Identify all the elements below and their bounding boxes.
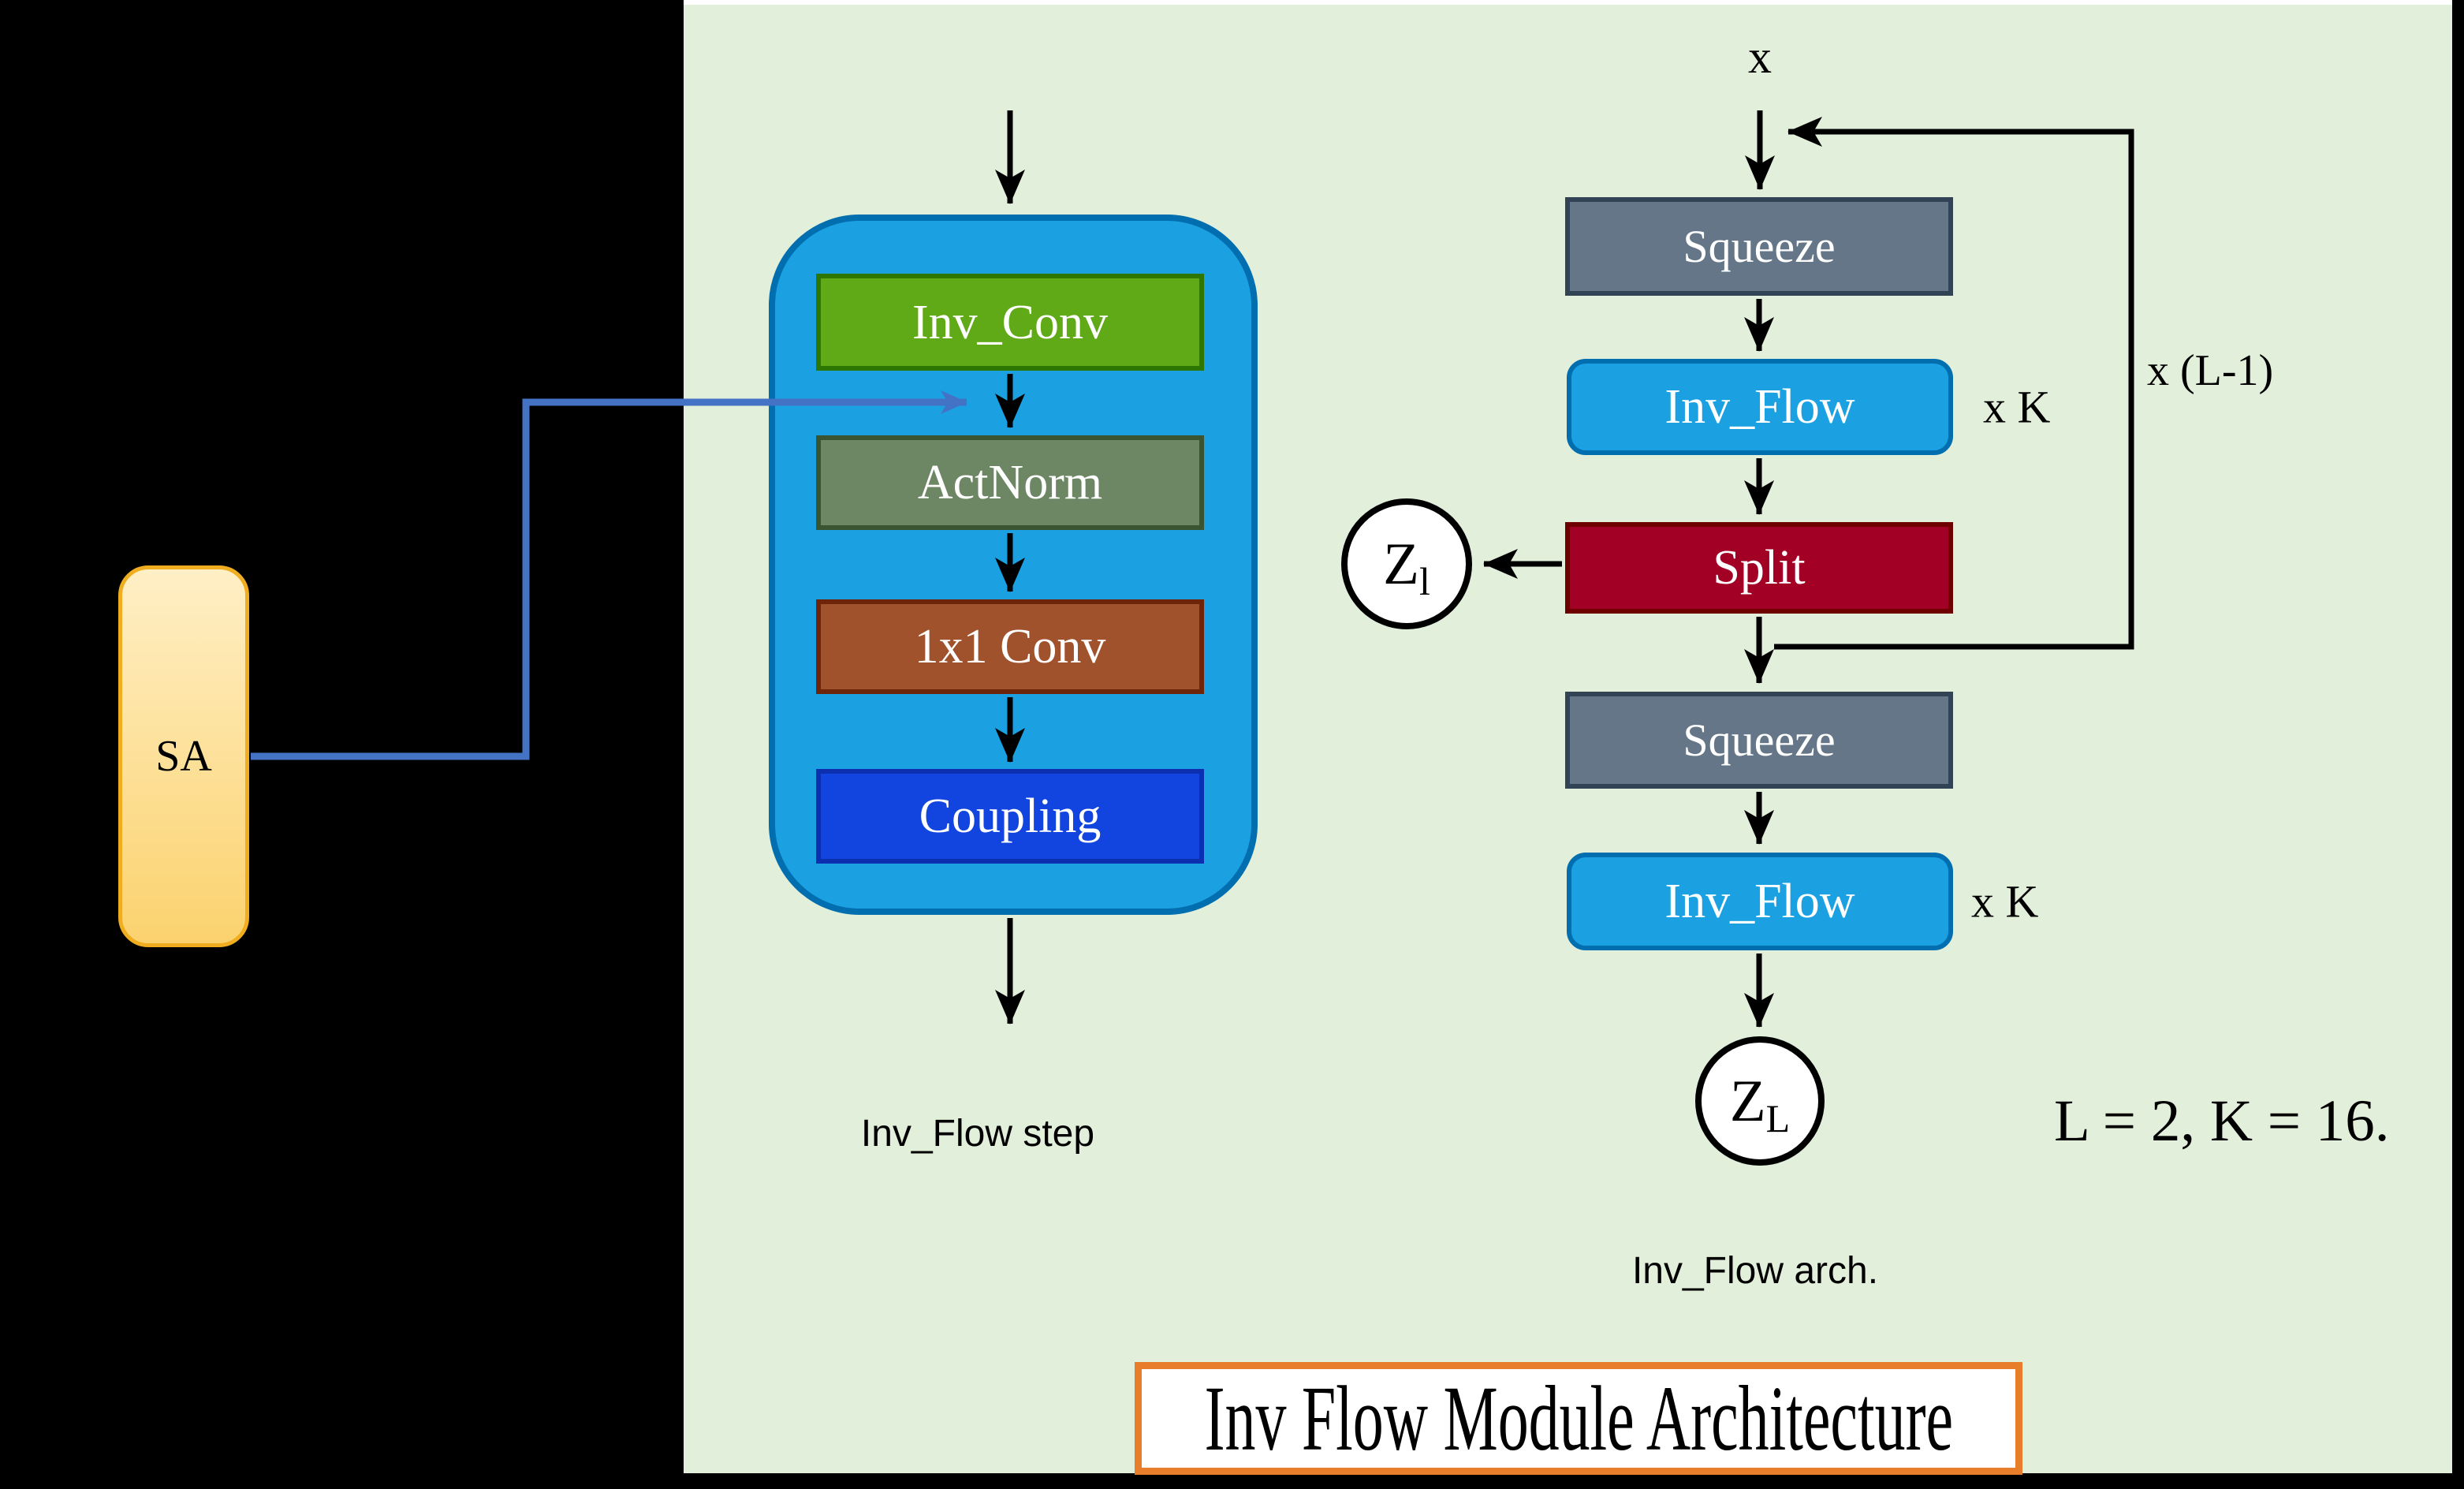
block-inv-flow-bottom-label: Inv_Flow	[1664, 875, 1855, 928]
z-l-subscript: l	[1418, 559, 1430, 603]
block-squeeze-bottom: Squeeze	[1565, 692, 1953, 789]
slide-top-edge	[684, 0, 2452, 5]
repeat-k-label-top: x K	[1983, 381, 2051, 433]
repeat-k-label-bottom: x K	[1971, 875, 2039, 927]
z-final-base: Z	[1729, 1068, 1766, 1134]
sa-label: SA	[155, 732, 212, 781]
z-l-base: Z	[1383, 531, 1419, 597]
block-inv-flow-top: Inv_Flow	[1567, 359, 1953, 455]
block-squeeze-top: Squeeze	[1565, 197, 1953, 296]
block-inv-flow-bottom: Inv_Flow	[1567, 853, 1953, 950]
block-squeeze-bottom-label: Squeeze	[1683, 714, 1836, 766]
block-squeeze-top-label: Squeeze	[1683, 220, 1836, 272]
arch-caption: Inv_Flow arch.	[1631, 1250, 1879, 1292]
block-actnorm: ActNorm	[816, 435, 1204, 530]
block-inv-flow-top-label: Inv_Flow	[1664, 380, 1855, 434]
block-coupling-label: Coupling	[919, 789, 1102, 843]
z-final-subscript: L	[1765, 1096, 1791, 1140]
loop-repeat-label: x (L-1)	[2147, 346, 2274, 395]
block-inv-conv-label: Inv_Conv	[912, 295, 1108, 349]
title-box: Inv Flow Module Architecture	[1135, 1362, 2022, 1475]
block-1x1-conv: 1x1 Conv	[816, 599, 1204, 694]
block-split: Split	[1565, 522, 1953, 614]
block-1x1-conv-label: 1x1 Conv	[914, 620, 1106, 674]
diagram-title: Inv Flow Module Architecture	[1204, 1366, 1953, 1470]
sa-block: SA	[118, 565, 249, 947]
block-actnorm-label: ActNorm	[917, 456, 1103, 509]
params-note: L = 2, K = 16.	[2054, 1088, 2390, 1154]
block-coupling: Coupling	[816, 769, 1204, 864]
block-split-label: Split	[1713, 541, 1806, 595]
input-x-label: x	[1748, 31, 1772, 83]
step-caption: Inv_Flow step	[860, 1113, 1095, 1155]
block-inv-conv: Inv_Conv	[816, 274, 1204, 371]
